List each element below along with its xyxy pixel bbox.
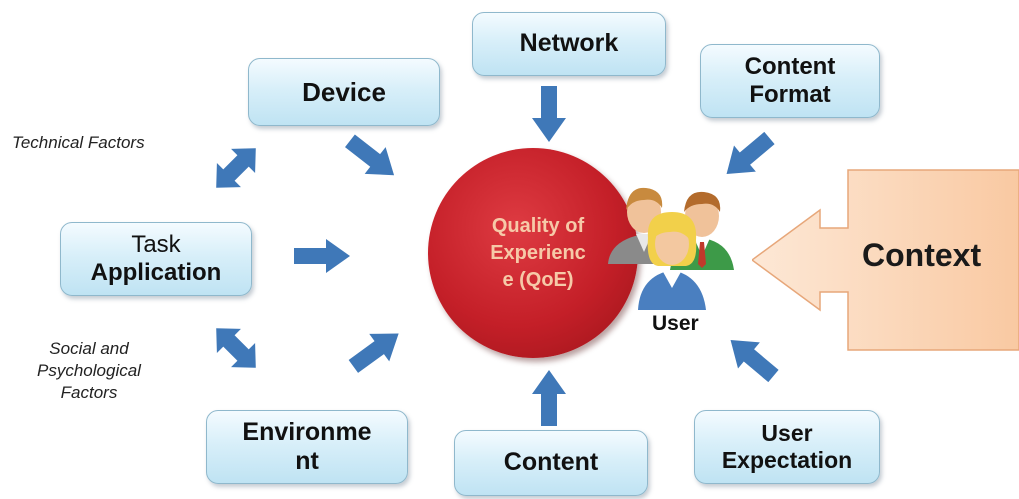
qoe-label-line: Experienc (490, 241, 586, 264)
note-social-factors: Social and Psychological Factors (14, 338, 164, 404)
note-technical-factors-text: Technical Factors (12, 133, 145, 152)
factor-environment-line: nt (295, 447, 319, 475)
qoe-label-line: Quality of (491, 214, 585, 237)
arrow-environment-to-qoe (341, 318, 411, 382)
note-technical-factors: Technical Factors (12, 132, 145, 154)
arrow-content-format-to-qoe (713, 123, 782, 189)
arrow-device-to-qoe (337, 125, 406, 190)
factor-device-label: Device (302, 76, 386, 107)
factor-user-expectation: User Expectation (694, 410, 880, 484)
arrow-task-to-qoe (292, 238, 352, 274)
factor-user-expectation-line: Expectation (721, 447, 853, 473)
note-social-line: Social and (49, 339, 129, 358)
arrow-technical-bidirectional (202, 134, 270, 202)
users-group-icon (608, 187, 734, 310)
factor-network-label: Network (519, 29, 619, 58)
factor-user-expectation-line: User (761, 419, 813, 446)
user-label: User (652, 312, 699, 335)
factor-content-format-line: Content (744, 52, 836, 80)
arrow-network-to-qoe (531, 84, 567, 144)
context-label: Context (862, 237, 982, 273)
arrow-social-bidirectional (202, 314, 270, 382)
note-social-line: Psychological (37, 361, 141, 381)
qoe-label: Quality of Experienc e (QoE) (476, 213, 600, 294)
note-social-line: Factors (60, 383, 118, 403)
factor-device: Device (248, 58, 440, 126)
qoe-circle: Quality of Experienc e (QoE) (428, 148, 638, 358)
factor-task-application: Task Application (60, 222, 252, 296)
arrow-content-to-qoe (531, 368, 567, 428)
factor-content: Content (454, 430, 648, 496)
factor-content-format-line: Format (749, 81, 831, 108)
context-arrow-shape (752, 169, 1019, 351)
factor-environment-line: Environme (242, 417, 372, 446)
factor-environment: Environme nt (206, 410, 408, 484)
factor-network: Network (472, 12, 666, 76)
factor-content-label: Content (503, 448, 599, 477)
arrow-user-expectation-to-qoe (717, 325, 786, 391)
factor-task-application-line: Task (131, 230, 181, 258)
factor-content-format: Content Format (700, 44, 880, 118)
qoe-label-line: e (QoE) (502, 268, 574, 291)
factor-task-application-line: Application (90, 259, 222, 286)
